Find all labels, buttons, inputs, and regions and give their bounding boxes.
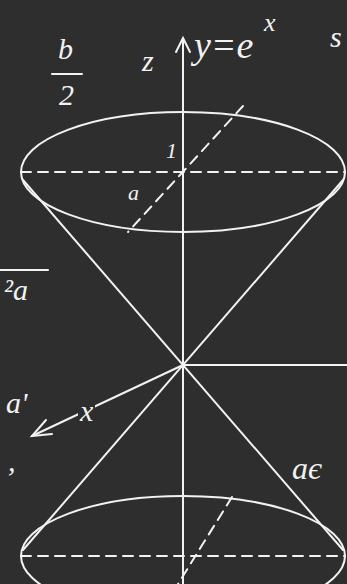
fragment-text: ²a [2, 275, 30, 305]
axis-label: z [140, 46, 156, 76]
formula: y=e [192, 26, 255, 64]
radius-label: 1 [164, 140, 179, 162]
fragment-text: , [6, 446, 18, 476]
fragment-text: a' [4, 388, 29, 418]
bottom-diameter [21, 555, 345, 557]
y-axis [183, 364, 347, 366]
fragment-text: s [328, 22, 344, 52]
angle-label: a [126, 182, 141, 204]
formula-exponent: x [262, 10, 278, 36]
radical-bar [0, 269, 48, 271]
fraction-denominator: 2 [57, 80, 76, 110]
fraction-bar [52, 73, 82, 75]
fragment-text: aє [290, 452, 324, 484]
cone-side [23, 180, 343, 550]
cone-side [23, 180, 343, 550]
x-axis [32, 365, 183, 436]
top-diagonal [128, 106, 243, 232]
z-axis [182, 40, 184, 584]
axis-label: x [78, 396, 95, 426]
z-arrowhead [176, 38, 190, 52]
bottom-ellipse [21, 496, 345, 584]
fraction-numerator: b [56, 34, 75, 64]
bottom-diagonal [178, 497, 232, 584]
x-arrowhead [32, 420, 52, 436]
